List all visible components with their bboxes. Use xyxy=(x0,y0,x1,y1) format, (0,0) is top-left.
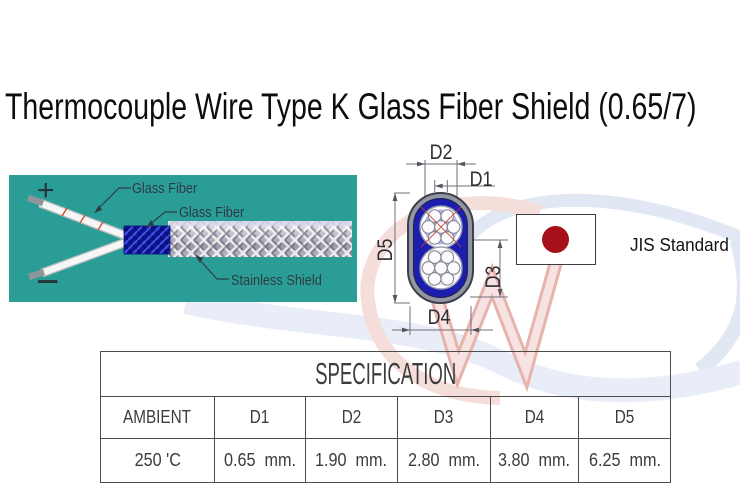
dim-label-d3: D3 xyxy=(482,265,505,289)
table-cell: D5 xyxy=(577,396,672,439)
table-cell: 6.25 mm. xyxy=(577,438,672,483)
table-cell: D1 xyxy=(214,396,306,439)
table-cell: 3.80 mm. xyxy=(490,438,579,483)
dim-label-d1: D1 xyxy=(469,168,493,191)
table-cell: 1.90 mm. xyxy=(305,438,398,483)
japan-flag xyxy=(516,214,596,265)
japan-flag-sun xyxy=(542,226,569,253)
cable-illustration-panel: + − Glass Fiber Glass Fiber Stainless Sh… xyxy=(9,175,357,302)
table-cell: SPECIFICATION xyxy=(99,351,672,397)
cross-section-diagram xyxy=(392,160,508,335)
table-cell: D2 xyxy=(305,396,398,439)
jis-standard-label: JIS Standard xyxy=(630,235,729,255)
table-cell: D4 xyxy=(490,396,579,439)
spec-val-d5: 6.25 mm. xyxy=(588,450,661,470)
table-cell: AMBIENT xyxy=(100,396,215,439)
negative-polarity-symbol: − xyxy=(36,260,60,304)
spec-col-d2: D2 xyxy=(341,407,362,427)
spec-col-d1: D1 xyxy=(250,407,270,427)
table-cell: D3 xyxy=(397,396,491,439)
spec-val-d4: 3.80 mm. xyxy=(498,450,571,470)
positive-polarity-symbol: + xyxy=(37,174,55,207)
label-glass-fiber-inner: Glass Fiber xyxy=(179,205,245,221)
spec-col-d5: D5 xyxy=(614,407,635,427)
dim-label-d2: D2 xyxy=(429,141,453,164)
spec-val-ambient: 250 'C xyxy=(134,450,181,470)
cable-drawing xyxy=(26,187,352,281)
spec-val-d3: 2.80 mm. xyxy=(407,450,481,470)
dim-label-d4: D4 xyxy=(427,306,451,329)
label-stainless-shield: Stainless Shield xyxy=(231,273,322,289)
label-glass-fiber-outer: Glass Fiber xyxy=(132,181,198,197)
table-cell: 2.80 mm. xyxy=(397,438,491,483)
spec-val-d2: 1.90 mm. xyxy=(315,450,388,470)
spec-col-d3: D3 xyxy=(434,407,454,427)
spec-col-d4: D4 xyxy=(524,407,545,427)
table-cell: 250 'C xyxy=(100,438,215,483)
dim-label-d5: D5 xyxy=(374,238,397,262)
table-cell: 0.65 mm. xyxy=(214,438,306,483)
spec-val-d1: 0.65 mm. xyxy=(223,450,297,470)
spec-table-title: SPECIFICATION xyxy=(314,356,457,391)
specification-table: SPECIFICATION AMBIENT D1 D2 D3 D4 D5 250… xyxy=(99,351,672,483)
spec-col-ambient: AMBIENT xyxy=(123,407,192,427)
page-title: Thermocouple Wire Type K Glass Fiber Shi… xyxy=(5,86,697,127)
